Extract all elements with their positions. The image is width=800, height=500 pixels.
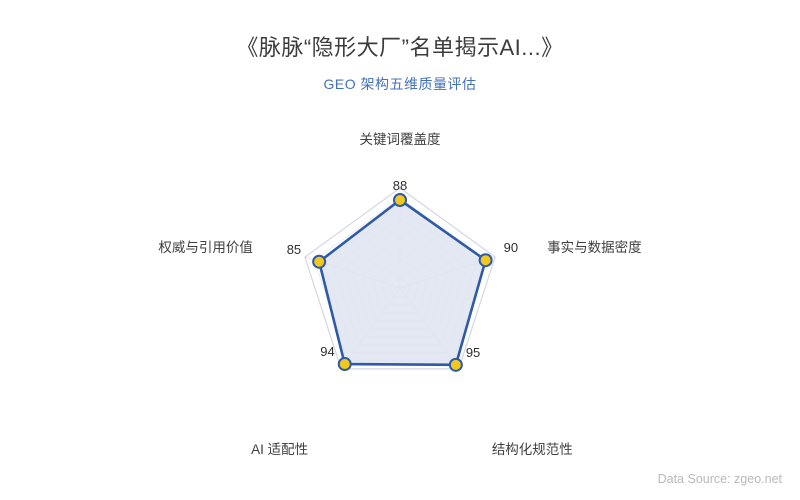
value-label-structural-normativity: 95 (465, 344, 481, 360)
value-label-ai-adaptability: 94 (320, 344, 335, 360)
axis-label-fact-data-density: 事实与数据密度 (547, 239, 642, 255)
radar-data-point (478, 253, 493, 268)
radar-data-point (312, 254, 327, 269)
data-source-note: Data Source: zgeo.net (657, 472, 782, 486)
radar-data-point (393, 193, 407, 207)
radar-data-polygon (317, 198, 487, 367)
radar-data-point (337, 357, 352, 372)
radar-data-point (448, 357, 463, 372)
value-label-keyword-coverage: 88 (392, 178, 408, 193)
page-subtitle: GEO 架构五维质量评估 (323, 76, 477, 92)
axis-label-authority-citation-value: 权威与引用价值 (158, 239, 253, 255)
value-label-authority-citation-value: 85 (286, 241, 302, 257)
page-title: 《脉脉“隐形大厂”名单揭示AI...》 (236, 35, 564, 60)
radar-grid-ring (304, 187, 496, 370)
axis-label-keyword-coverage: 关键词覆盖度 (359, 132, 441, 147)
value-label-fact-data-density: 90 (503, 240, 519, 256)
radar-data-markers (312, 193, 493, 372)
axis-label-ai-adaptability: AI 适配性 (251, 442, 309, 458)
axis-label-structural-normativity: 结构化规范性 (491, 442, 573, 458)
